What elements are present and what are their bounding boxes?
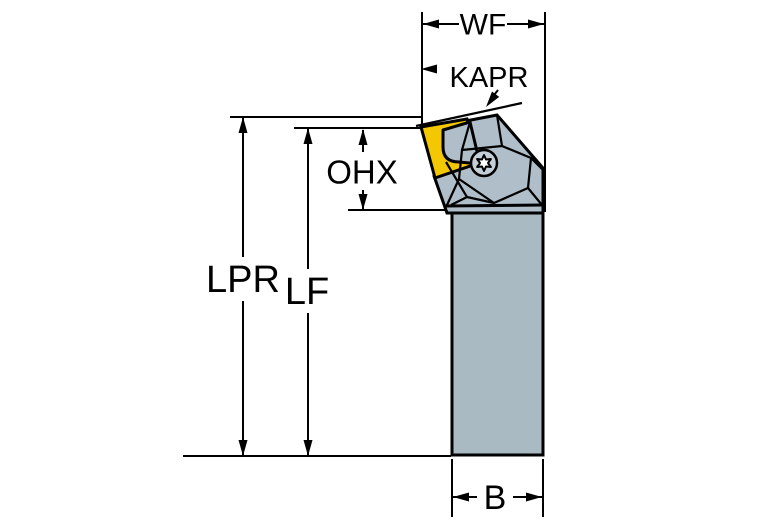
wf-arrow-right-icon (528, 19, 544, 29)
ohx-dimension (348, 129, 445, 211)
lpr-arrow-up-icon (238, 117, 248, 133)
lf-dimension (294, 127, 422, 456)
tool-holder (419, 113, 545, 457)
lf-arrow-up-icon (303, 128, 313, 144)
kapr-dimension (415, 64, 523, 128)
wf-arrow-left-icon (423, 19, 439, 29)
head-bottom-seam (443, 203, 544, 208)
wf-label: WF (460, 9, 507, 42)
lpr-arrow-down-icon (238, 440, 248, 456)
lpr-label: LPR (206, 259, 280, 301)
tool-shank (450, 211, 545, 457)
kapr-label: KAPR (450, 62, 529, 94)
clamp-facets (445, 114, 543, 206)
lf-arrow-down-icon (303, 440, 313, 456)
b-label: B (484, 479, 507, 517)
kapr-angle-line (415, 101, 523, 128)
kapr-arrow-left-icon (421, 64, 437, 74)
lpr-dimension (183, 116, 451, 457)
lf-label: LF (285, 271, 329, 313)
b-dimension (451, 459, 544, 517)
ohx-arrow-down-icon (358, 194, 368, 210)
ohx-label: OHX (326, 154, 398, 191)
wf-dimension (421, 12, 546, 212)
ohx-arrow-up-icon (358, 129, 368, 145)
torx-screw-icon (469, 148, 499, 178)
b-arrow-right-icon (526, 492, 542, 502)
kapr-arrow-leader-icon (486, 91, 500, 107)
b-arrow-left-icon (453, 492, 469, 502)
